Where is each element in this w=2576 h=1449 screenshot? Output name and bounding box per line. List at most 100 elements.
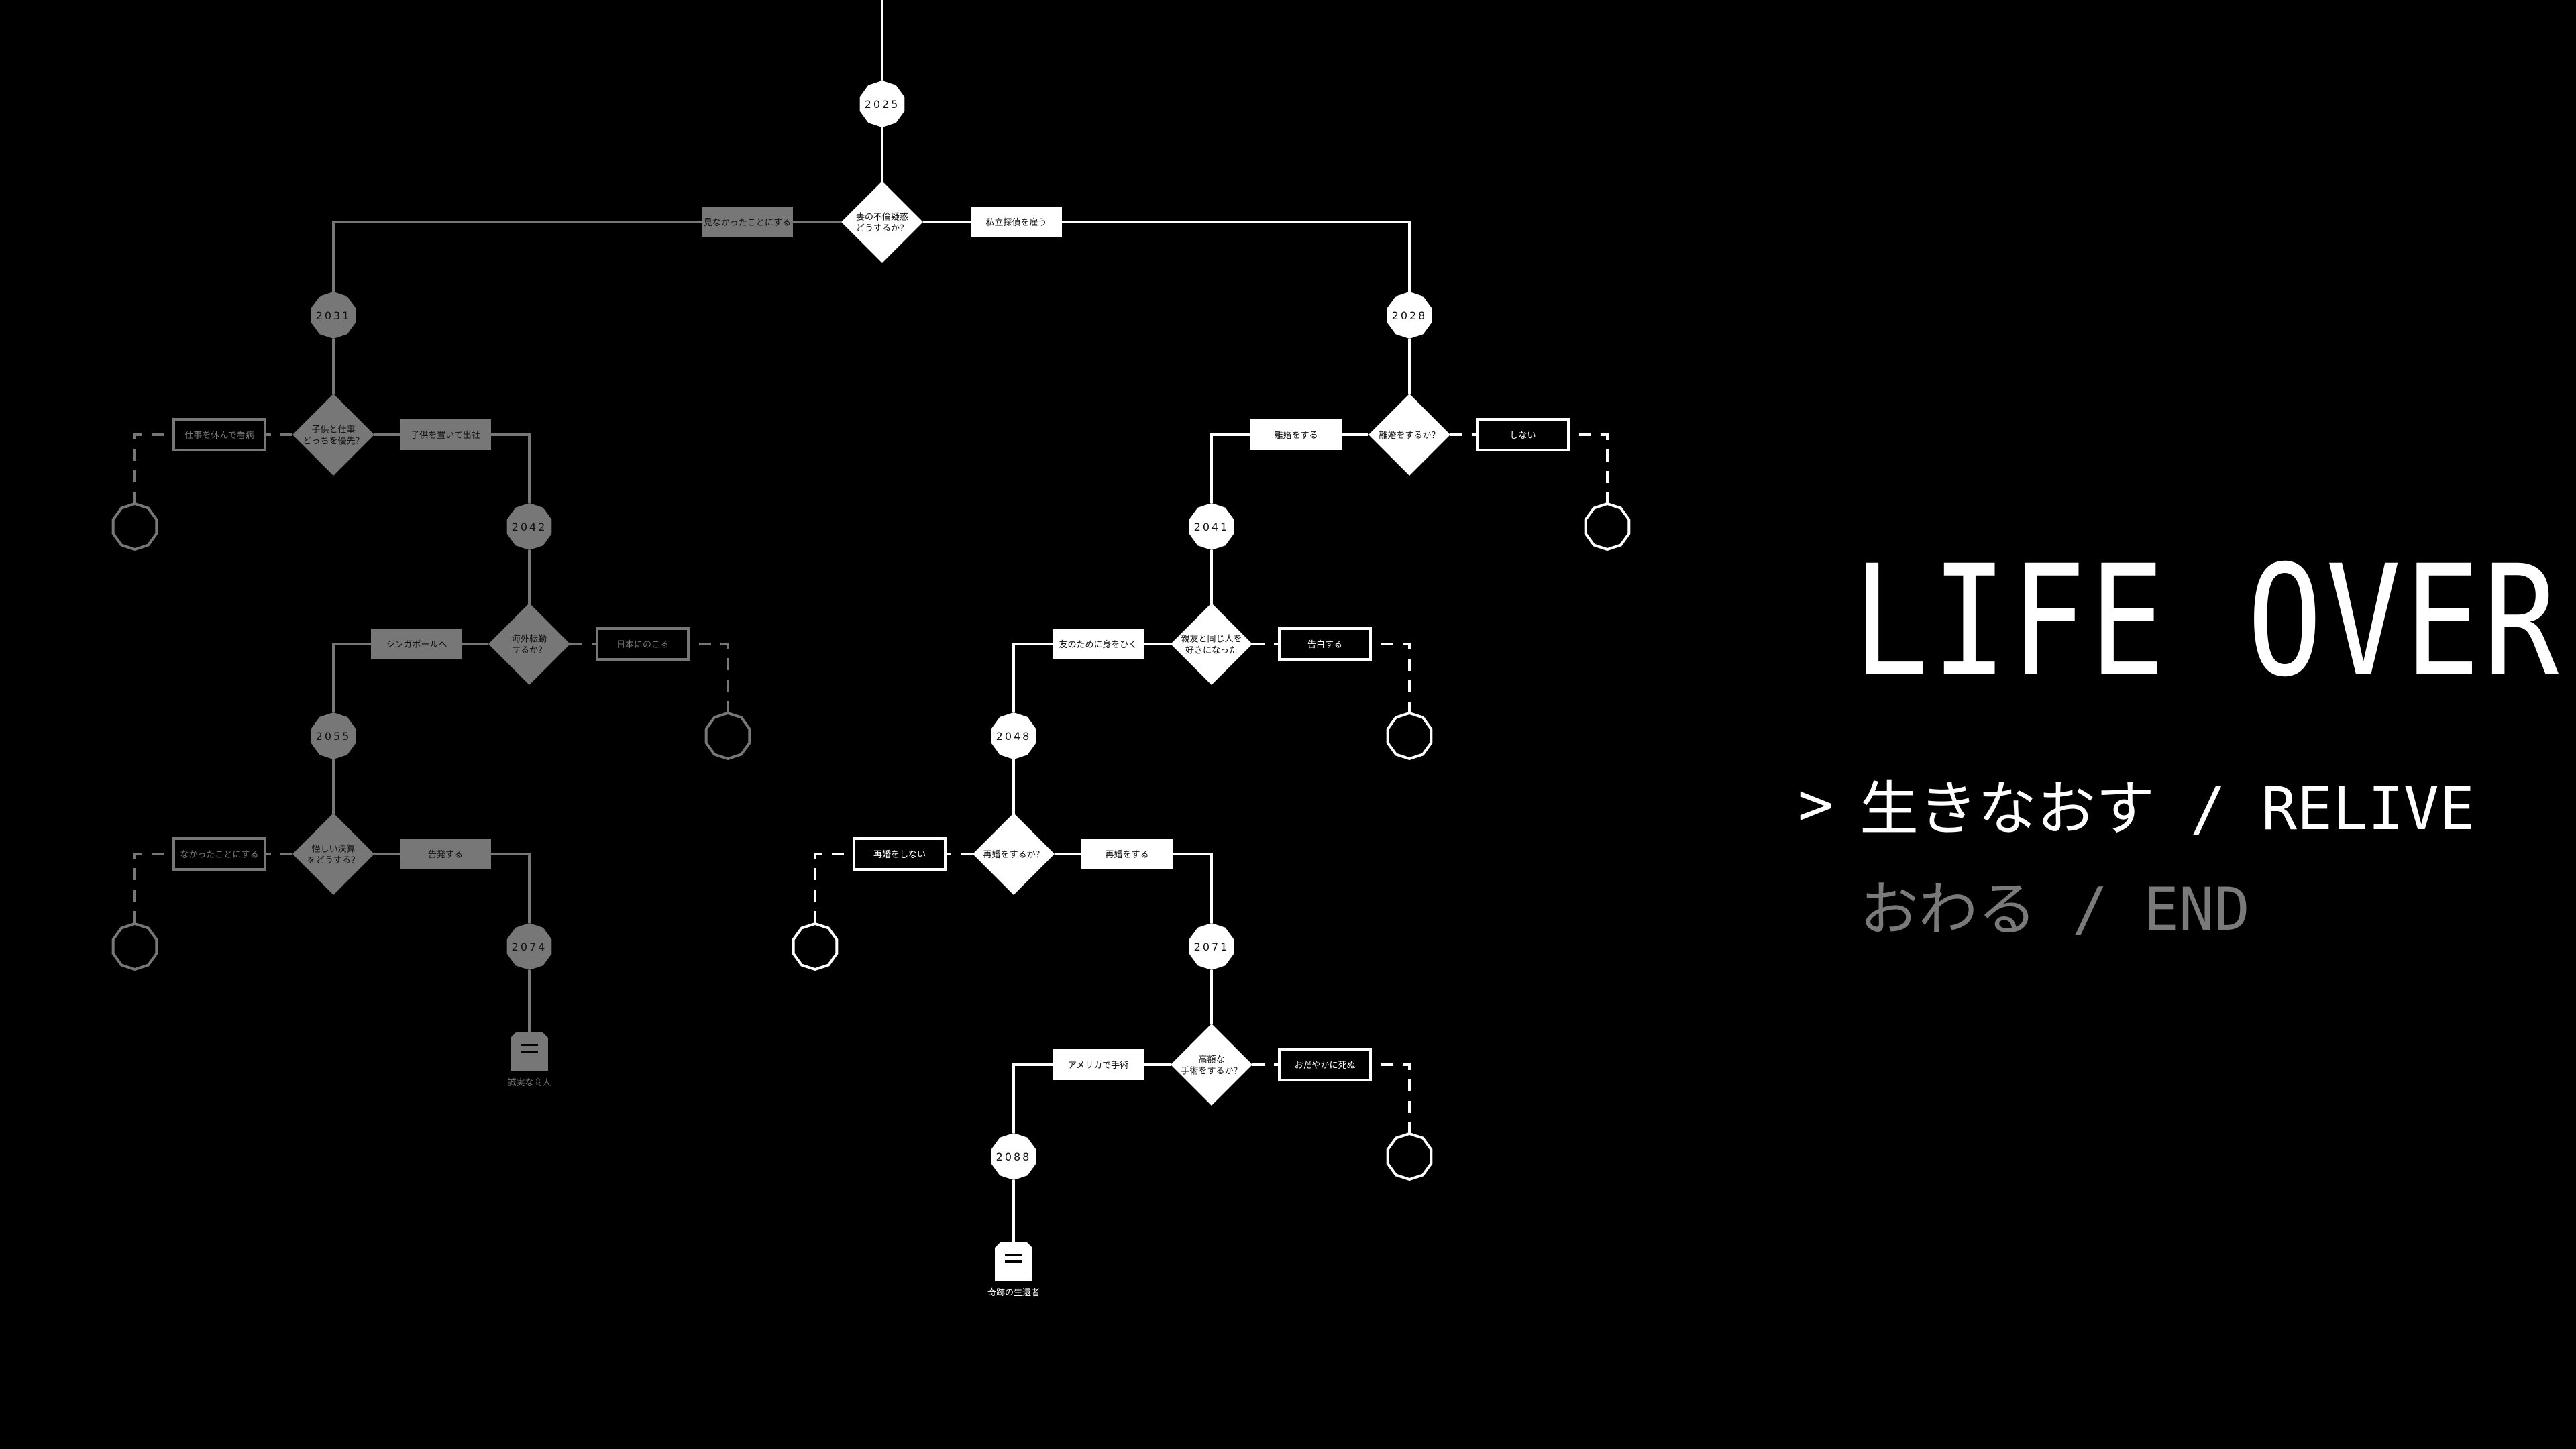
choice-box: 仕事を休んで看病 — [172, 418, 266, 451]
choice-box: 私立探偵を雇う — [971, 207, 1062, 237]
year-label: 2028 — [1392, 309, 1428, 322]
menu-item-end[interactable]: おわる / END — [1798, 872, 2475, 944]
year-node: 2042 — [506, 503, 552, 550]
dead-end-circle-icon — [111, 502, 158, 551]
choice-box: 告発する — [400, 839, 491, 869]
year-node: 2028 — [1387, 292, 1432, 339]
choice-label: 日本にのこる — [616, 640, 669, 650]
year-node: 2088 — [991, 1133, 1036, 1180]
year-label: 2025 — [865, 98, 900, 111]
choice-label: 再婚をする — [1105, 850, 1148, 860]
year-node: 2031 — [311, 292, 356, 339]
menu-item-relive[interactable]: > 生きなおす / RELIVE — [1798, 769, 2475, 843]
year-node: 2074 — [506, 923, 552, 970]
dead-end-circle-icon — [1386, 1132, 1433, 1181]
year-label: 2041 — [1194, 521, 1230, 533]
choice-label: 友のために身をひく — [1059, 639, 1137, 650]
choice-box: 離婚をする — [1250, 419, 1342, 450]
decision-label: 怪しい決算 — [311, 845, 355, 855]
year-label: 2088 — [996, 1150, 1032, 1163]
ending-label: 奇跡の生還者 — [987, 1287, 1040, 1298]
choice-label: しない — [1509, 431, 1536, 441]
decision-label: 海外転勤 — [512, 635, 547, 645]
decision-label: 子供と仕事 — [311, 425, 355, 435]
ending-tombstone: 奇跡の生還者 — [987, 1242, 1040, 1298]
choice-box: しない — [1476, 418, 1570, 451]
menu-item-label: 生きなおす / RELIVE — [1860, 773, 2475, 843]
choice-label: アメリカで手術 — [1068, 1061, 1128, 1071]
flowchart-year-nodes: 2025 2031 2028 2042 2041 2055 2048 2074 2071 2088 — [311, 80, 1432, 1180]
year-node: 2041 — [1189, 503, 1234, 550]
year-label: 2048 — [996, 730, 1032, 743]
year-node: 2055 — [311, 712, 356, 759]
dead-end-circle-icon — [1584, 502, 1631, 551]
dead-end-circle-icon — [1386, 711, 1433, 761]
choice-label: 私立探偵を雇う — [985, 217, 1046, 228]
year-label: 2071 — [1194, 941, 1230, 953]
choice-box: 再婚をしない — [853, 837, 947, 871]
choice-label: なかったことにする — [180, 850, 258, 860]
choice-box: アメリカで手術 — [1053, 1049, 1144, 1080]
choice-box: 見なかったことにする — [702, 207, 793, 237]
year-label: 2074 — [512, 941, 547, 953]
year-label: 2055 — [316, 730, 352, 743]
decision-label: どっちを優先？ — [303, 437, 364, 447]
connector — [332, 221, 841, 292]
choice-label: 離婚をする — [1274, 431, 1318, 441]
ending-label: 誠実な商人 — [507, 1077, 551, 1088]
choice-box: 子供を置いて出社 — [400, 419, 491, 450]
decision-label: 親友と同じ人を — [1181, 634, 1242, 645]
flowchart-dead-ends — [111, 502, 1631, 1181]
choice-box: 友のために身をひく — [1053, 629, 1144, 659]
choice-box: 告白する — [1278, 627, 1372, 661]
year-node: 2025 — [859, 80, 905, 127]
decision-label: するか？ — [512, 646, 547, 656]
choice-label: 告発する — [428, 850, 463, 860]
decision-label: 離婚をするか？ — [1379, 431, 1440, 441]
dead-end-circle-icon — [792, 922, 839, 971]
decision-label: 妻の不倫疑惑 — [856, 212, 908, 223]
decision-label: をどうする？ — [307, 856, 360, 866]
game-over-menu: > 生きなおす / RELIVE おわる / END — [1798, 769, 2475, 973]
choice-box: シンガポールへ — [371, 629, 462, 659]
choice-label: シンガポールへ — [386, 640, 447, 650]
decision-label: 高額な — [1198, 1055, 1224, 1065]
choice-label: 子供を置いて出社 — [411, 430, 480, 441]
choice-label: 告白する — [1307, 639, 1342, 650]
decision-diamond: 離婚をするか？ — [1368, 394, 1450, 476]
decision-diamond: 再婚をするか？ — [973, 813, 1055, 895]
decision-label: 再婚をするか？ — [983, 850, 1044, 860]
decision-label: どうするか？ — [856, 224, 908, 234]
dead-end-circle-icon — [111, 922, 158, 971]
year-label: 2031 — [316, 309, 352, 322]
choice-box: 日本にのこる — [596, 627, 690, 661]
flowchart-edges — [133, 0, 1609, 1242]
choice-box: 再婚をする — [1081, 839, 1173, 869]
choice-label: 仕事を休んで看病 — [184, 430, 254, 441]
choice-label: 見なかったことにする — [704, 218, 791, 228]
choice-label: 再婚をしない — [873, 850, 926, 860]
decision-label: 好きになった — [1185, 646, 1238, 656]
choice-box: なかったことにする — [172, 837, 266, 871]
game-over-title: LIFE OVER — [1853, 532, 2563, 710]
choice-box: おだやかに死ぬ — [1278, 1048, 1372, 1081]
menu-item-label: おわる / END — [1860, 874, 2250, 944]
choice-label: おだやかに死ぬ — [1294, 1061, 1355, 1071]
dead-end-circle-icon — [704, 711, 751, 761]
selection-cursor-icon: > — [1798, 769, 1833, 839]
year-node: 2071 — [1189, 923, 1234, 970]
ending-tombstone: 誠実な商人 — [507, 1032, 551, 1088]
connector — [923, 221, 1411, 292]
decision-label: 手術をするか？ — [1181, 1067, 1242, 1077]
year-node: 2048 — [991, 712, 1036, 759]
